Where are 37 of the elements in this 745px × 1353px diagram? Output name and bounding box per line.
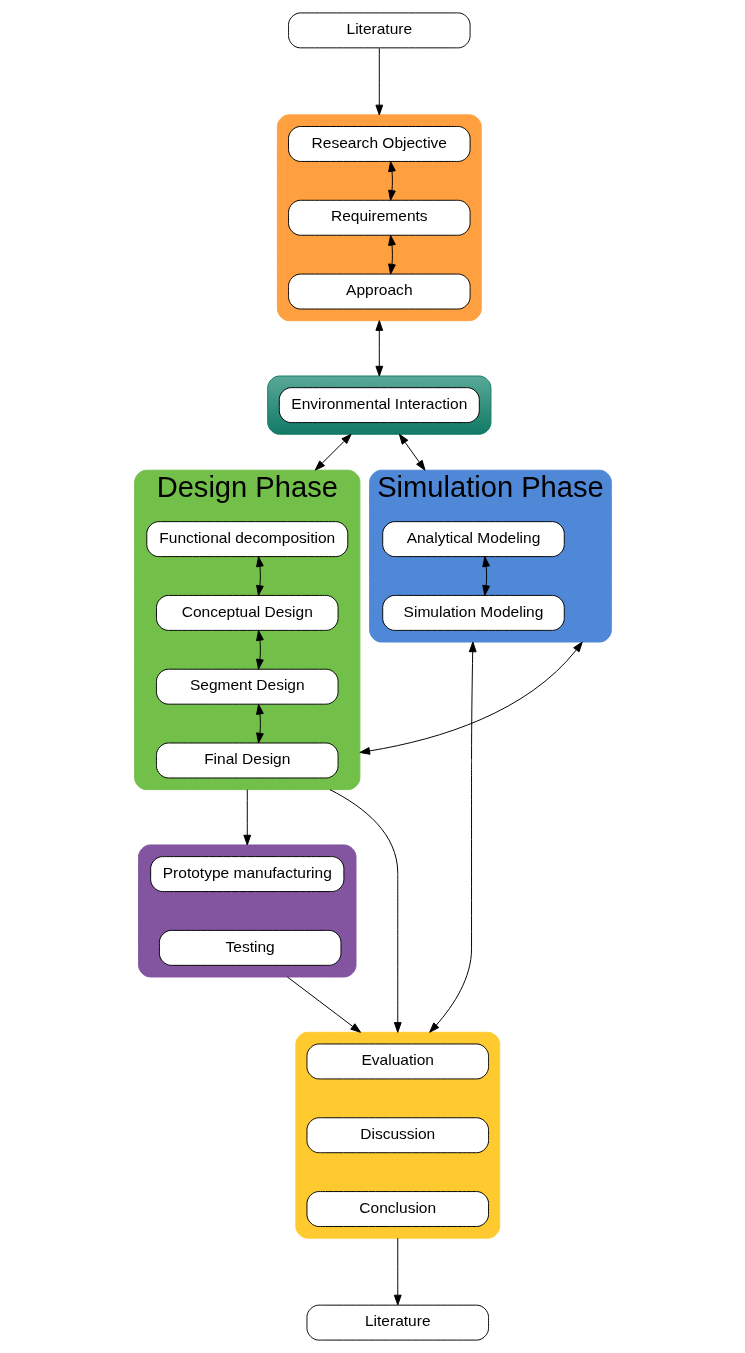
arrow (286, 976, 361, 1033)
arrow (393, 1237, 402, 1306)
arrow (428, 641, 477, 1033)
node-box: Discussion (306, 1117, 489, 1154)
node-box: Research Objective (287, 126, 471, 162)
node-box: Environmental Interaction (278, 387, 480, 424)
cluster (266, 375, 491, 435)
node-box: Functional decomposition (145, 521, 348, 558)
arrow (358, 641, 583, 755)
node-box: Literature (287, 12, 471, 49)
node-box: Analytical Modeling (381, 521, 565, 558)
node-box: Conceptual Design (155, 594, 339, 631)
node-box: Final Design (155, 742, 339, 779)
arrow (398, 433, 425, 471)
arrow (314, 433, 352, 471)
node-box: Literature (306, 1304, 489, 1341)
arrow (255, 630, 264, 670)
node-box: Approach (287, 273, 471, 310)
arrow (481, 556, 490, 596)
arrow (387, 234, 396, 275)
arrow (328, 789, 402, 1033)
cluster (294, 1031, 500, 1239)
node-box: Prototype manufacturing (149, 856, 344, 893)
node-box: Simulation Modeling (381, 594, 565, 631)
node-box: Testing (158, 929, 341, 966)
arrow (255, 556, 264, 596)
cluster (276, 114, 482, 322)
cluster (137, 844, 356, 978)
arrow (255, 703, 264, 744)
arrow (387, 161, 396, 201)
node-box: Evaluation (306, 1043, 489, 1080)
node-box: Conclusion (306, 1191, 489, 1227)
arrow (374, 320, 383, 377)
arrow (374, 47, 383, 116)
node-box: Requirements (287, 199, 471, 236)
arrow (242, 789, 251, 846)
node-box: Segment Design (155, 668, 339, 705)
